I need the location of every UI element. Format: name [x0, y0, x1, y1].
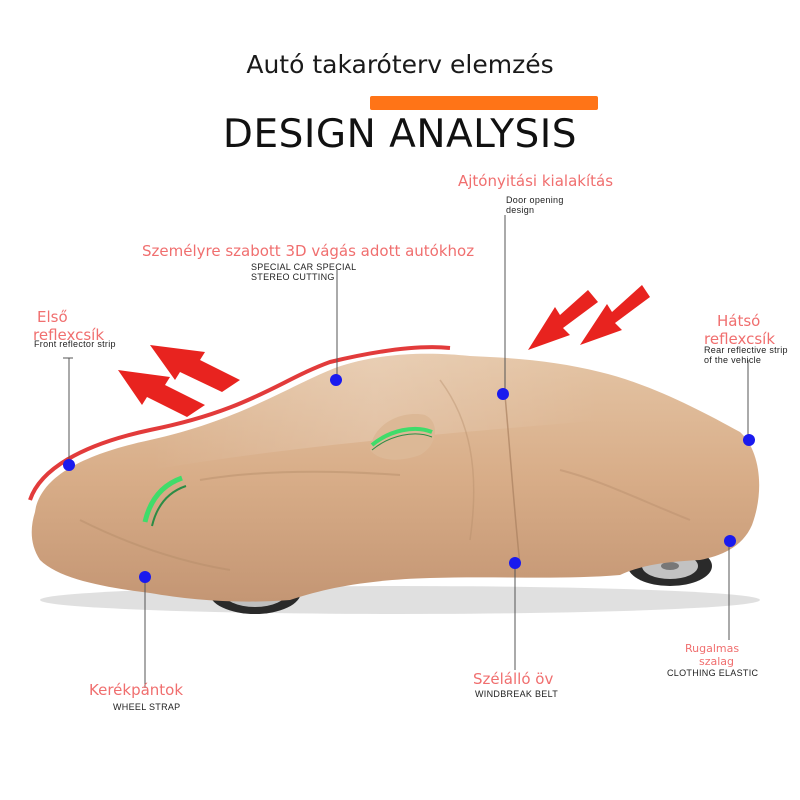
- wind-arrow-right-2: [580, 285, 650, 345]
- cut-sub-1: SPECIAL CAR SPECIAL: [251, 262, 357, 272]
- title-hungarian: Autó takaróterv elemzés: [246, 50, 554, 79]
- mirror-bump: [370, 414, 436, 460]
- door-callout-dot: [497, 388, 509, 400]
- cut-label: Személyre szabott 3D vágás adott autókho…: [142, 242, 475, 260]
- belt-callout-dot: [509, 557, 521, 569]
- accent-bar: [370, 96, 598, 110]
- front-strip-label-1: Első: [37, 308, 68, 326]
- elastic-sub: CLOTHING ELASTIC: [667, 668, 759, 678]
- door-label: Ajtónyitási kialakítás: [458, 172, 614, 190]
- front-strip-sub: Front reflector strip: [34, 339, 116, 349]
- wheel-strap-label: Kerékpántok: [89, 681, 184, 699]
- door-sub-2: design: [506, 205, 535, 215]
- mirror-green-strip: [370, 426, 433, 447]
- belt-label: Szélálló öv: [473, 670, 554, 688]
- cut-sub-2: STEREO CUTTING: [251, 272, 335, 282]
- leader-lines: [63, 215, 749, 688]
- elastic-label-2: szalag: [699, 655, 735, 668]
- wind-arrow-left-2: [118, 370, 205, 417]
- elastic-callout-dot: [724, 535, 736, 547]
- front-strip-label-2: reflexcsík: [33, 326, 105, 344]
- elastic-label-1: Rugalmas: [685, 642, 740, 655]
- wind-arrow-right-1: [528, 290, 598, 350]
- front-strip-callout-dot: [63, 459, 75, 471]
- rear-strip-sub-2: of the vehicle: [704, 355, 762, 365]
- rear-strip-sub-1: Rear reflective strip: [704, 345, 788, 355]
- door-sub-1: Door opening: [506, 195, 564, 205]
- wheel-strap-callout-dot: [139, 571, 151, 583]
- green-reflective-strip: [142, 475, 183, 523]
- wind-arrow-left-1: [150, 345, 240, 392]
- title-english: DESIGN ANALYSIS: [222, 112, 578, 157]
- rear-strip-callout-dot: [743, 434, 755, 446]
- cut-callout-dot: [330, 374, 342, 386]
- belt-sub: WINDBREAK BELT: [475, 689, 559, 699]
- rear-strip-label-2: reflexcsík: [704, 330, 776, 348]
- wheel-strap-sub: WHEEL STRAP: [113, 702, 181, 712]
- rear-strip-label-1: Hátsó: [717, 312, 761, 330]
